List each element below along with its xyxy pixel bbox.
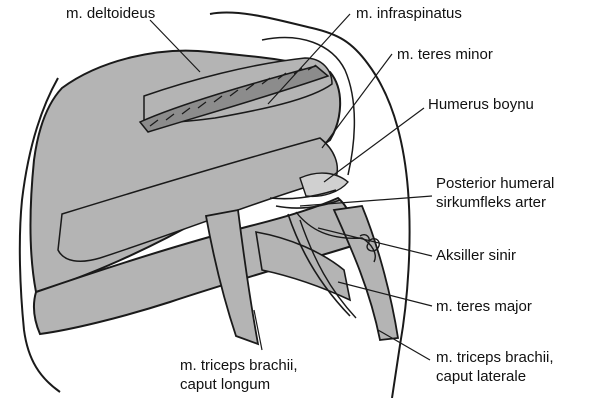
label-aksiller: Aksiller sinir	[436, 246, 516, 265]
label-triceps-long-line2: caput longum	[180, 375, 270, 394]
label-teres-major: m. teres major	[436, 297, 532, 316]
leader-posterior-artery	[300, 196, 432, 206]
label-deltoideus: m. deltoideus	[66, 4, 155, 23]
label-triceps-long-line1: m. triceps brachii,	[180, 356, 298, 375]
label-triceps-lateral-line2: caput laterale	[436, 367, 526, 386]
label-posterior-artery-line2: sirkumfleks arter	[436, 193, 546, 212]
label-teres-minor: m. teres minor	[397, 45, 493, 64]
label-infraspinatus: m. infraspinatus	[356, 4, 462, 23]
label-triceps-lateral-line1: m. triceps brachii,	[436, 348, 554, 367]
leader-triceps-lateral	[378, 330, 430, 360]
label-humerus-boynu: Humerus boynu	[428, 95, 534, 114]
label-posterior-artery-line1: Posterior humeral	[436, 174, 554, 193]
